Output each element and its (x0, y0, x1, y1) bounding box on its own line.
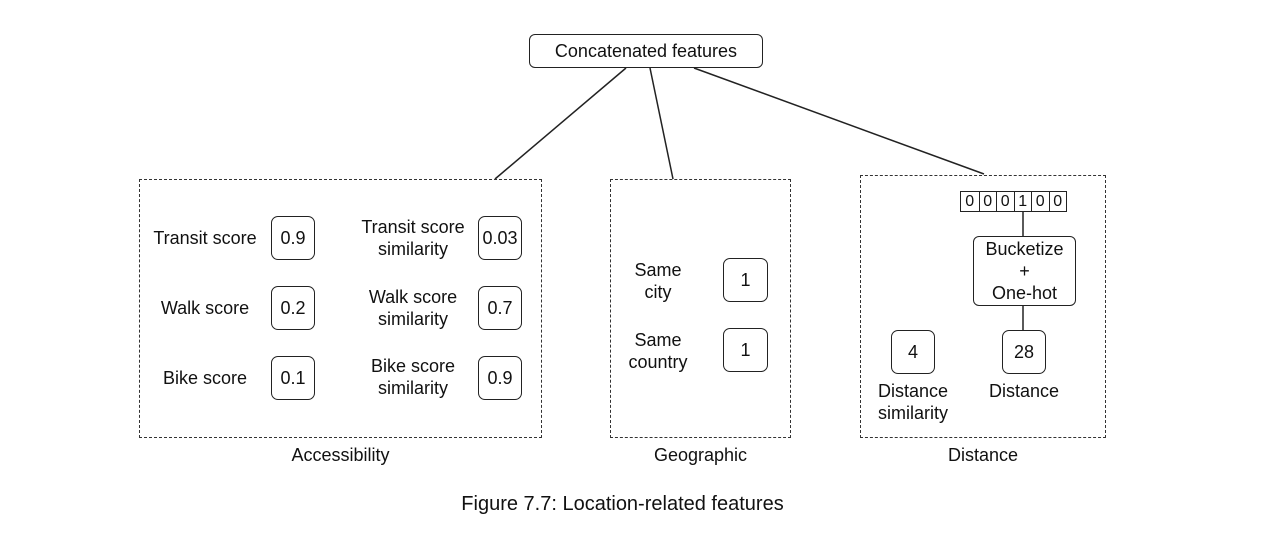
bike-score-similarity-value: 0.9 (478, 356, 522, 400)
walk-score-similarity-value: 0.7 (478, 286, 522, 330)
bike-score-label: Bike score (162, 368, 248, 388)
connector-to-accessibility (494, 67, 627, 180)
walk-score-value: 0.2 (271, 286, 315, 330)
transit-score-value: 0.9 (271, 216, 315, 260)
distance-similarity-value: 4 (891, 330, 935, 374)
figure-caption: Figure 7.7: Location-related features (461, 493, 784, 515)
onehot-vector: 0 0 0 1 0 0 (960, 191, 1067, 212)
connector-to-geographic (649, 67, 674, 180)
distance-group-title: Distance (947, 445, 1019, 465)
geographic-group-title: Geographic (653, 445, 748, 465)
onehot-cell: 0 (996, 192, 1014, 211)
onehot-cell: 1 (1013, 192, 1032, 211)
same-country-value: 1 (723, 328, 768, 372)
accessibility-group-title: Accessibility (291, 445, 390, 465)
accessibility-group (139, 179, 542, 438)
same-city-value: 1 (723, 258, 768, 302)
transit-score-label: Transit score (153, 228, 257, 248)
distance-value: 28 (1002, 330, 1046, 374)
distance-group (860, 175, 1106, 438)
onehot-cell: 0 (1048, 192, 1067, 211)
onehot-cell: 0 (965, 192, 975, 210)
transit-score-similarity-value: 0.03 (478, 216, 522, 260)
concatenated-features-node: Concatenated features (529, 34, 763, 68)
distance-label: Distance (988, 381, 1060, 401)
onehot-cell: 0 (1031, 192, 1049, 211)
geographic-group (610, 179, 791, 438)
bucketize-onehot-node: Bucketize + One-hot (973, 236, 1076, 306)
onehot-cell: 0 (978, 192, 997, 211)
walk-score-label: Walk score (160, 298, 250, 318)
bike-score-value: 0.1 (271, 356, 315, 400)
connector-to-distance (693, 67, 985, 175)
